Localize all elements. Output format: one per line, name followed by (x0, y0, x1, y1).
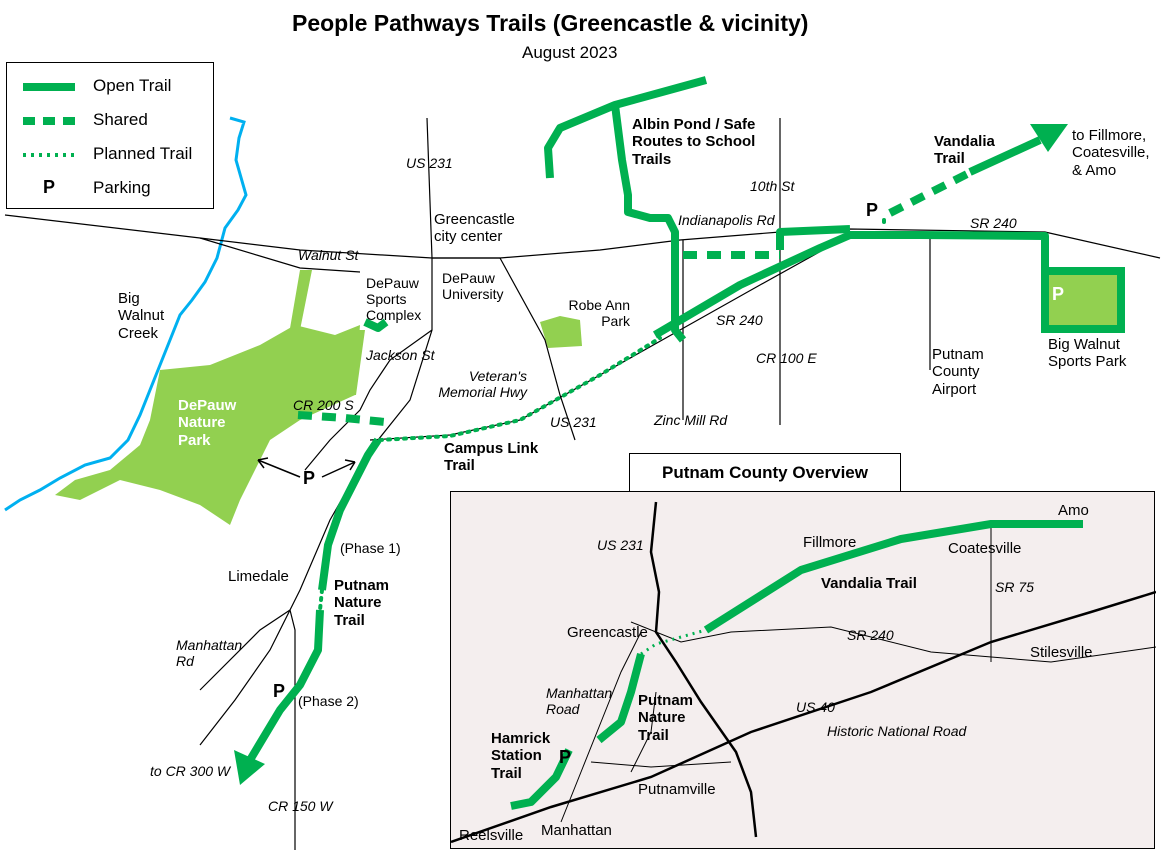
legend-item-shared: Shared (7, 105, 213, 135)
vandalia-shared-line (888, 166, 977, 217)
overview-title: Putnam County Overview (629, 453, 901, 493)
ov-label-hamrick-trail: Hamrick Station Trail (491, 730, 551, 782)
ov-label-coatesville: Coatesville (948, 540, 1022, 557)
ov-label-fillmore: Fillmore (803, 534, 857, 551)
parking-arrows (257, 457, 356, 478)
label-vandalia-trail: Vandalia Trail (934, 133, 995, 168)
parking-putnam-trail: P (273, 681, 286, 701)
label-big-walnut-creek: Big Walnut Creek (118, 290, 165, 342)
page-subtitle: August 2023 (522, 43, 618, 62)
label-robe-ann-park: Robe Ann Park (568, 297, 631, 330)
parking-sports-park: P (1052, 284, 1065, 304)
planned-trails (318, 218, 886, 612)
label-limedale: Limedale (228, 568, 289, 585)
overview-us231 (649, 501, 758, 838)
putnam-nature-trail-phase2 (246, 609, 324, 763)
label-cr150w: CR 150 W (268, 798, 333, 814)
ov-parking-hamrick: P (559, 747, 572, 767)
overview-us40 (451, 590, 1156, 844)
label-us231-mid: US 231 (550, 414, 597, 430)
parking-vandalia: P (866, 200, 879, 220)
label-jackson-st: Jackson St (366, 347, 435, 363)
depauw-nature-park-area (55, 325, 360, 525)
dotted-green-line-icon (23, 153, 75, 157)
ov-label-putnamville: Putnamville (638, 781, 716, 798)
jackson-park-strip (344, 330, 365, 395)
cr200s-shared-line (297, 411, 386, 426)
label-depauw-nature-park: DePauw Nature Park (178, 397, 237, 449)
label-depauw-university: DePauw University (442, 270, 504, 303)
label-indianapolis-rd: Indianapolis Rd (678, 212, 775, 228)
label-10th-st: 10th St (750, 178, 795, 194)
legend-item-open-trail: Open Trail (7, 71, 213, 101)
ov-label-greencastle: Greencastle (567, 624, 648, 641)
overview-graphics (451, 501, 1156, 844)
vandalia-trail-line (968, 136, 1042, 176)
parking-symbol: P (43, 177, 56, 197)
albin-east-trail-line (776, 225, 851, 250)
sr240-trail-line (652, 231, 1049, 339)
big-walnut-creek-line (4, 116, 248, 512)
ov-label-us231: US 231 (597, 537, 644, 553)
label-sr240-mid: SR 240 (716, 312, 763, 328)
label-veterans-hwy: Veteran's Memorial Hwy (438, 368, 527, 401)
label-to-fillmore: to Fillmore, Coatesville, & Amo (1072, 127, 1150, 179)
overview-planned-line (640, 628, 707, 656)
sports-complex-spur (363, 318, 389, 332)
albin-pond-trail-line (544, 76, 708, 179)
campus-link-planned-line (378, 336, 662, 442)
vandalia-arrow-head (1030, 124, 1068, 152)
ov-label-putnam-nature-trail: Putnam Nature Trail (638, 692, 694, 744)
phase-gap-planned-line (318, 588, 324, 612)
label-albin-pond-trail: Albin Pond / Safe Routes to School Trail… (632, 116, 756, 168)
label-cr300w: to CR 300 W (150, 763, 231, 779)
label-walnut-st: Walnut St (298, 247, 359, 263)
ov-label-vandalia-trail: Vandalia Trail (821, 575, 917, 592)
label-depauw-sports-complex: DePauw Sports Complex (366, 275, 422, 324)
cr300w-arrow-head (234, 750, 265, 785)
overview-putnam-nature-line (596, 652, 645, 744)
dashed-green-line-icon (23, 117, 75, 125)
ov-label-historic-road: Historic National Road (827, 723, 967, 739)
label-manhattan-rd: Manhattan Rd (176, 637, 243, 670)
label-putnam-county-airport: Putnam County Airport (932, 346, 984, 398)
ov-label-stilesville: Stilesville (1030, 644, 1093, 661)
putnam-nature-trail-phase1 (318, 437, 382, 591)
page-title: People Pathways Trails (Greencastle & vi… (292, 10, 809, 36)
ov-label-manhattan: Manhattan (541, 822, 612, 839)
depauw-nature-park-strip (288, 270, 312, 340)
ov-label-amo: Amo (1058, 502, 1089, 519)
label-big-walnut-sports-park: Big Walnut Sports Park (1048, 336, 1127, 371)
label-cr100e: CR 100 E (756, 350, 817, 366)
ov-label-reelsville: Reelsville (459, 827, 524, 844)
label-us231-top: US 231 (406, 155, 453, 171)
shared-trails (297, 166, 977, 426)
robe-ann-park-area (540, 316, 582, 348)
legend-item-parking: P Parking (43, 177, 151, 197)
overview-vandalia-line (703, 520, 1083, 634)
ov-label-manhattan-road: Manhattan Road (546, 685, 613, 718)
label-phase1: (Phase 1) (340, 540, 401, 556)
ov-label-sr240: SR 240 (847, 627, 894, 643)
legend-item-planned: Planned Trail (7, 139, 213, 169)
open-trails (246, 76, 1049, 763)
label-phase2: (Phase 2) (298, 693, 359, 709)
safe-routes-trail-line (611, 104, 687, 343)
label-zinc-mill-rd: Zinc Mill Rd (654, 412, 728, 428)
ov-label-sr75: SR 75 (995, 579, 1034, 595)
legend: Open Trail Shared Planned Trail P Parkin… (6, 62, 214, 209)
solid-green-line-icon (23, 83, 75, 91)
label-sr240-right: SR 240 (970, 215, 1017, 231)
overview-inset: US 231 Greencastle Fillmore Coatesville … (450, 491, 1156, 849)
ov-label-us40: US 40 (796, 699, 835, 715)
label-city-center: Greencastle city center (434, 211, 515, 246)
parking-nature-park: P (303, 468, 316, 488)
overview-hamrick-line (510, 748, 573, 810)
label-putnam-nature-trail: Putnam Nature Trail (334, 577, 390, 629)
label-cr200s: CR 200 S (293, 397, 354, 413)
label-campus-link-trail: Campus Link Trail (444, 440, 539, 475)
